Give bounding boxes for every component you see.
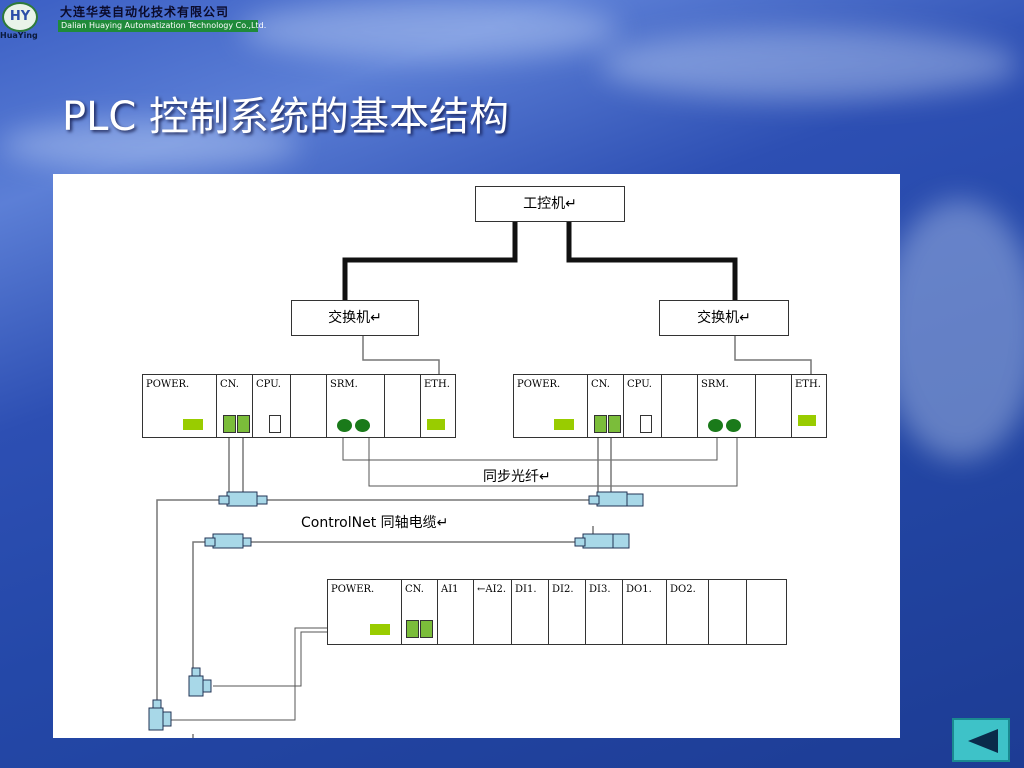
io-slot-di3: DI3. (586, 580, 623, 644)
company-name-en: Dalian Huaying Automatization Technology… (58, 20, 266, 32)
switch-left-box: 交换机↵ (291, 300, 419, 336)
io-rack: POWER. CN. AI1 ←AI2. DI1. DI2. DI3. DO1.… (327, 579, 787, 645)
company-header: HY HuaYing 大连华英自动化技术有限公司 Dalian Huaying … (0, 0, 270, 42)
company-name-cn: 大连华英自动化技术有限公司 (60, 5, 230, 19)
plc-structure-diagram: 工控机↵ 交换机↵ 交换机↵ POWER. CN. CPU. SRM. ETH.… (53, 174, 900, 738)
io-slot-di1: DI1. (512, 580, 549, 644)
rack-right-slot-cn: CN. (588, 375, 624, 437)
company-logo: HY (2, 2, 38, 32)
controller-rack-left: POWER. CN. CPU. SRM. ETH. (142, 374, 456, 438)
rack-right-slot-empty (662, 375, 698, 437)
back-button[interactable] (952, 718, 1010, 762)
back-arrow-icon (968, 729, 998, 753)
io-slot-di2: DI2. (549, 580, 586, 644)
rack-right-slot-cpu: CPU. (624, 375, 662, 437)
rack-left-slot-eth: ETH. (421, 375, 455, 437)
logo-text: HY (9, 9, 31, 24)
io-slot-empty-2 (747, 580, 785, 644)
rack-left-slot-power: POWER. (143, 375, 217, 437)
rack-left-slot-cn: CN. (217, 375, 253, 437)
brand-name: HuaYing (0, 31, 38, 40)
rack-left-slot-srm: SRM. (327, 375, 385, 437)
io-slot-do1: DO1. (623, 580, 667, 644)
rack-right-slot-empty-2 (756, 375, 792, 437)
io-slot-cn: CN. (402, 580, 438, 644)
io-slot-power: POWER. (328, 580, 402, 644)
fiber-label: 同步光纤↵ (483, 469, 551, 485)
rack-left-slot-empty (291, 375, 327, 437)
switch-right-box: 交换机↵ (659, 300, 789, 336)
io-slot-ai2: ←AI2. (474, 580, 512, 644)
io-slot-empty-1 (709, 580, 747, 644)
rack-right-slot-power: POWER. (514, 375, 588, 437)
io-slot-do2: DO2. (667, 580, 709, 644)
controller-rack-right: POWER. CN. CPU. SRM. ETH. (513, 374, 827, 438)
connection-lines (148, 222, 812, 738)
rack-left-slot-cpu: CPU. (253, 375, 291, 437)
io-slot-ai1: AI1 (438, 580, 474, 644)
rack-right-slot-eth: ETH. (792, 375, 826, 437)
slide-title: PLC 控制系统的基本结构 (62, 94, 510, 140)
controlnet-label: ControlNet 同轴电缆↵ (301, 515, 449, 531)
rack-right-slot-srm: SRM. (698, 375, 756, 437)
ipc-box: 工控机↵ (475, 186, 625, 222)
rack-left-slot-empty-2 (385, 375, 421, 437)
